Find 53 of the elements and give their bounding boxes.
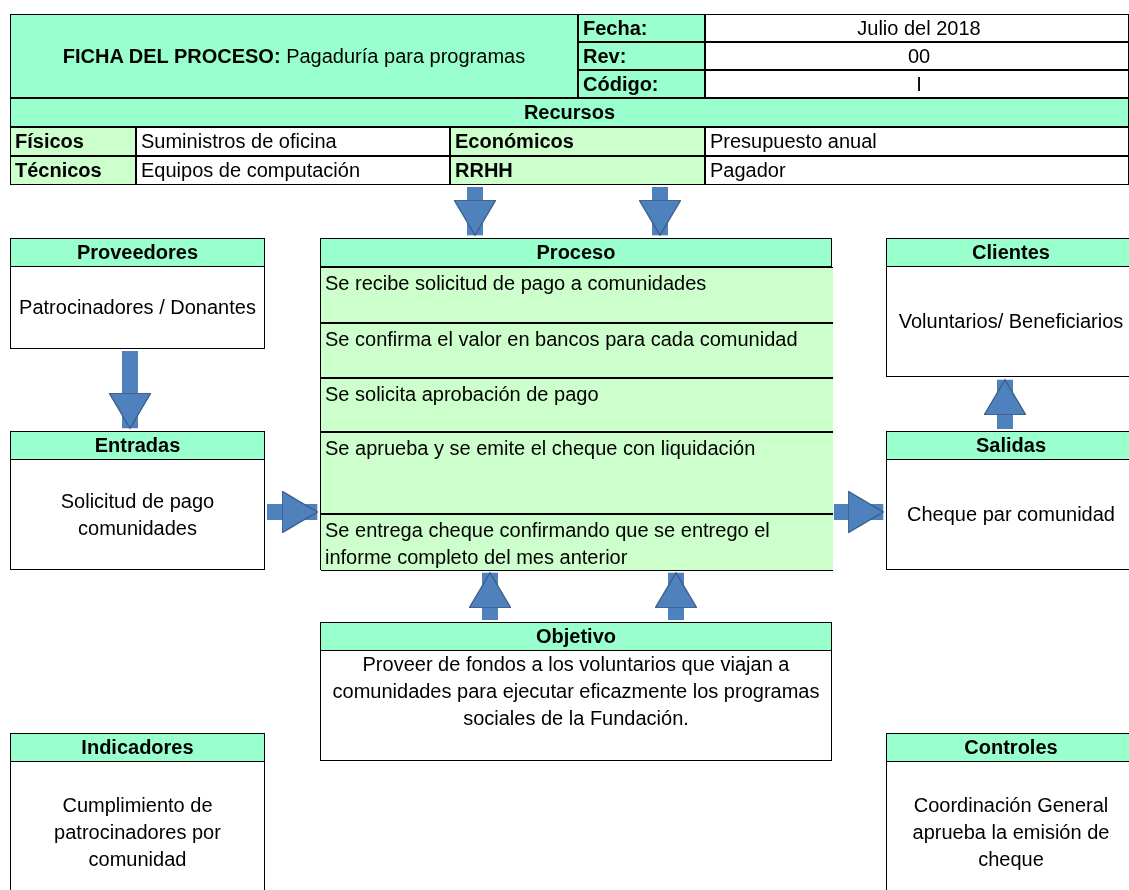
section-heading: Indicadores [11, 734, 264, 762]
section-text: Solicitud de pago comunidades [59, 488, 216, 541]
block-arrow [453, 187, 497, 236]
block-arrow [983, 379, 1027, 429]
section-card [10, 733, 265, 890]
section-card [320, 622, 832, 761]
section-heading: Clientes [887, 239, 1129, 267]
block-arrow [468, 572, 512, 620]
block-arrow [638, 187, 682, 236]
section-text: Cumplimiento de patrocinadores por comunidad [53, 792, 222, 872]
section-heading: Proveedores [11, 239, 264, 267]
process-panel [320, 238, 832, 570]
section-heading: Controles [887, 734, 1129, 762]
process-step: Se entrega cheque confirmando que se entrego el informe completo del mes anterior [321, 514, 833, 571]
field-label: Económicos [450, 127, 705, 156]
field-value: Presupuesto anual [705, 127, 1129, 156]
field-label: Fecha: [578, 14, 705, 42]
section-heading: Proceso [321, 239, 831, 267]
process-step: Se recibe solicitud de pago a comunidades [321, 267, 833, 323]
block-arrow [267, 490, 318, 534]
section-heading: Objetivo [321, 623, 831, 651]
block-arrow [834, 490, 884, 534]
field-value: Suministros de oficina [136, 127, 450, 156]
title-box [10, 14, 578, 98]
block-arrow [108, 351, 152, 429]
section-text: Voluntarios/ Beneficiarios [898, 309, 1124, 334]
field-label: Técnicos [10, 156, 136, 185]
section-text: Coordinación General aprueba la emisión de cheque [911, 792, 1111, 872]
field-value: Equipos de computación [136, 156, 450, 185]
section-card [10, 238, 265, 349]
field-label: RRHH [450, 156, 705, 185]
section-heading: Recursos [10, 98, 1129, 127]
field-value: Julio del 2018 [705, 14, 1129, 42]
field-value: Pagador [705, 156, 1129, 185]
section-card [886, 733, 1129, 890]
field-label: Código: [578, 70, 705, 98]
process-step: Se solicita aprobación de pago [321, 378, 833, 432]
section-card [886, 431, 1129, 570]
section-text: Patrocinadores / Donantes [19, 295, 256, 320]
process-step: Se aprueba y se emite el cheque con liquidación [321, 432, 833, 514]
section-heading: Salidas [887, 432, 1129, 460]
section-card [10, 431, 265, 570]
section-text: Cheque par comunidad [907, 502, 1115, 527]
field-label: Físicos [10, 127, 136, 156]
section-text: Proveer de fondos a los voluntarios que viajan a comunidades para ejecutar eficazmente los programas sociales de la Fundación. [331, 652, 821, 731]
section-heading: Entradas [11, 432, 264, 460]
field-value: I [705, 70, 1129, 98]
block-arrow [654, 572, 698, 620]
title-text: FICHA DEL PROCESO: Pagaduría para programas [62, 43, 526, 69]
field-label: Rev: [578, 42, 705, 70]
process-step: Se confirma el valor en bancos para cada comunidad [321, 323, 833, 378]
section-card [886, 238, 1129, 377]
field-value: 00 [705, 42, 1129, 70]
